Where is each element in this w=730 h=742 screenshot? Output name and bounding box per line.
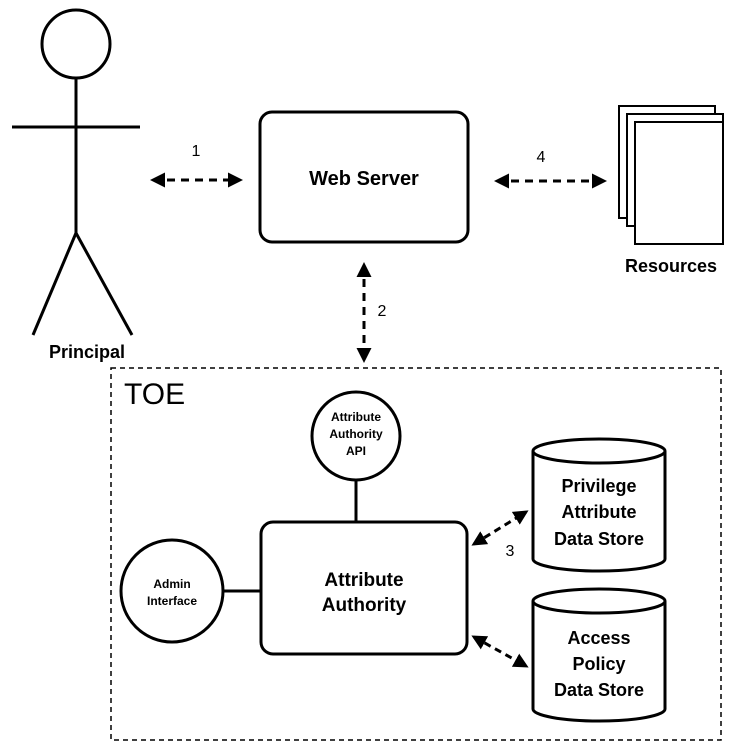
aa-to-access-policy-arrow (471, 635, 529, 668)
web-server-node: Web Server (258, 110, 470, 244)
attribute-authority-label-line2: Authority (322, 595, 407, 616)
access-policy-store-node: Access Policy Data Store (531, 587, 667, 723)
resources-node: Resources (618, 105, 724, 276)
privilege-store-top (531, 437, 667, 465)
admin-interface-label-line2: Interface (147, 594, 197, 608)
privilege-store-body (531, 451, 667, 573)
toe-label: TOE (124, 378, 185, 411)
toe-dashed-box (110, 367, 722, 741)
access-policy-store-top (531, 587, 667, 615)
web-server-box (258, 110, 470, 244)
access-policy-store-label-line2: Policy (572, 654, 625, 674)
aa-api-label-line1: Attribute (331, 410, 381, 424)
connection-3: 3 (471, 510, 529, 560)
actor-left-leg (31, 232, 78, 336)
admin-interface-label-line1: Admin (153, 577, 190, 591)
privilege-store-label-line3: Data Store (554, 529, 644, 549)
connection-1-label: 1 (192, 143, 201, 160)
connection-2: 2 (356, 262, 387, 363)
access-policy-store-label-line3: Data Store (554, 680, 644, 700)
aa-api-label-line2: Authority (329, 427, 383, 441)
aa-api-label-line3: API (346, 444, 366, 458)
access-policy-store-label-line1: Access (567, 628, 630, 648)
attribute-authority-api-node: Attribute Authority API (310, 390, 402, 482)
connection-1: 1 (150, 143, 243, 188)
principal-actor: Principal (12, 8, 140, 362)
resources-label: Resources (625, 256, 717, 276)
connection-3-arrow (471, 510, 529, 546)
connection-4-label: 4 (537, 149, 546, 166)
connection-2-label: 2 (378, 303, 387, 320)
connection-3-label: 3 (506, 543, 515, 560)
attribute-authority-label-line1: Attribute (324, 570, 403, 591)
principal-label: Principal (49, 342, 125, 362)
connection-4: 4 (494, 149, 607, 189)
attribute-authority-node: Attribute Authority (259, 520, 469, 656)
privilege-store-label-line2: Attribute (562, 502, 637, 522)
access-policy-store-body (531, 601, 667, 723)
admin-interface-circle (119, 538, 225, 644)
resource-page-front (634, 121, 724, 245)
attribute-authority-box (259, 520, 469, 656)
web-server-label: Web Server (309, 168, 419, 190)
privilege-attribute-store-node: Privilege Attribute Data Store (531, 437, 667, 573)
admin-interface-node: Admin Interface (119, 538, 225, 644)
toe-boundary: TOE (110, 367, 722, 741)
privilege-store-label-line1: Privilege (561, 476, 636, 496)
actor-right-leg (74, 232, 134, 336)
actor-head (40, 8, 112, 80)
